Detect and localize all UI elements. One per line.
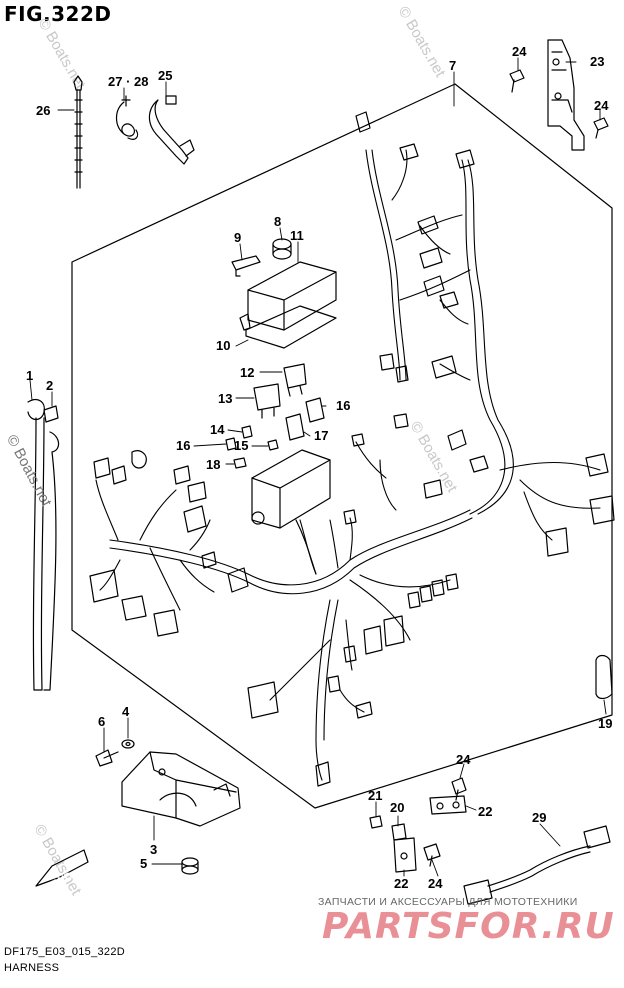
callout-24: 24 [512, 44, 527, 59]
callout-24: 24 [428, 876, 443, 891]
callout-3: 3 [150, 842, 157, 857]
callout-9: 9 [234, 230, 241, 245]
clip-9 [231, 255, 261, 277]
callout-13: 13 [218, 391, 232, 406]
fuse-14 [241, 425, 253, 439]
seal-10 [245, 305, 337, 349]
washer-4 [121, 739, 135, 749]
grommet-5 [181, 857, 199, 875]
callout-26: 26 [36, 103, 50, 118]
main-wire-harness-7 [95, 149, 601, 781]
relay-13 [253, 383, 281, 419]
grommet-8 [272, 238, 292, 260]
callout-23: 23 [590, 54, 604, 69]
relay-12 [283, 363, 307, 397]
cap-2 [43, 405, 59, 423]
callout-24: 24 [594, 98, 609, 113]
fuse-box [251, 449, 331, 575]
plate-22 [393, 837, 417, 873]
bracket-3 [121, 751, 241, 827]
callout-15: 15 [234, 438, 248, 453]
callout-5: 5 [140, 856, 147, 871]
callout-6: 6 [98, 714, 105, 729]
watermark-text: © Boats.net [407, 419, 461, 496]
bracket-25 [148, 95, 195, 165]
harness-connectors [89, 111, 615, 787]
leader-lines [29, 57, 607, 877]
fuse-17 [285, 413, 305, 441]
callout-22: 22 [394, 876, 408, 891]
callout-20: 20 [390, 800, 404, 815]
fuse-box-cover-11 [239, 261, 337, 331]
battery-cable-1 [27, 399, 60, 691]
bolt-24 [593, 117, 609, 139]
callout-10: 10 [216, 338, 230, 353]
bolt-24 [451, 777, 467, 801]
callout-27-28: 27 · 28 [108, 74, 148, 89]
bracket-23 [547, 39, 585, 151]
callout-25: 25 [158, 68, 172, 83]
sub-harness-29 [463, 825, 611, 905]
plate-22 [429, 795, 467, 815]
fuse-18 [233, 457, 247, 469]
fuse-16a [225, 437, 237, 451]
callout-16: 16 [336, 398, 350, 413]
fuse-15 [267, 439, 279, 451]
callout-14: 14 [210, 422, 225, 437]
figure-name: HARNESS [4, 962, 60, 974]
assembly-boundary [71, 83, 613, 809]
clamp-27-28 [115, 95, 139, 140]
callout-24: 24 [456, 752, 471, 767]
callout-1: 1 [26, 368, 33, 383]
callout-16: 16 [176, 438, 190, 453]
nut-21 [369, 815, 383, 829]
callout-22: 22 [478, 804, 492, 819]
callout-19: 19 [598, 716, 612, 731]
figure-title: FIG.322D [4, 2, 112, 26]
callout-2: 2 [46, 378, 53, 393]
callout-8: 8 [274, 214, 281, 229]
fuse-16b [305, 397, 325, 423]
brand-logo: PARTSFOR.RU [322, 906, 615, 947]
cable-tie-26 [73, 75, 83, 189]
callout-21: 21 [368, 788, 382, 803]
callout-7: 7 [449, 58, 456, 73]
callout-29: 29 [532, 810, 546, 825]
bolt-24 [423, 843, 441, 867]
cap-19 [595, 654, 613, 700]
figure-code: DF175_E03_015_322D [4, 946, 125, 958]
callout-17: 17 [314, 428, 328, 443]
callout-4: 4 [122, 704, 130, 719]
callout-12: 12 [240, 365, 254, 380]
callout-18: 18 [206, 457, 220, 472]
fwd-arrow [35, 849, 89, 887]
callout-11: 11 [290, 228, 304, 243]
brand-tagline: ЗАПЧАСТИ И АКСЕССУАРЫ ДЛЯ МОТОТЕХНИКИ [318, 896, 578, 908]
grommet-20 [391, 823, 407, 841]
bolt-24 [509, 69, 525, 93]
watermark-text: © Boats.net [395, 4, 449, 81]
bolt-6 [95, 749, 119, 767]
